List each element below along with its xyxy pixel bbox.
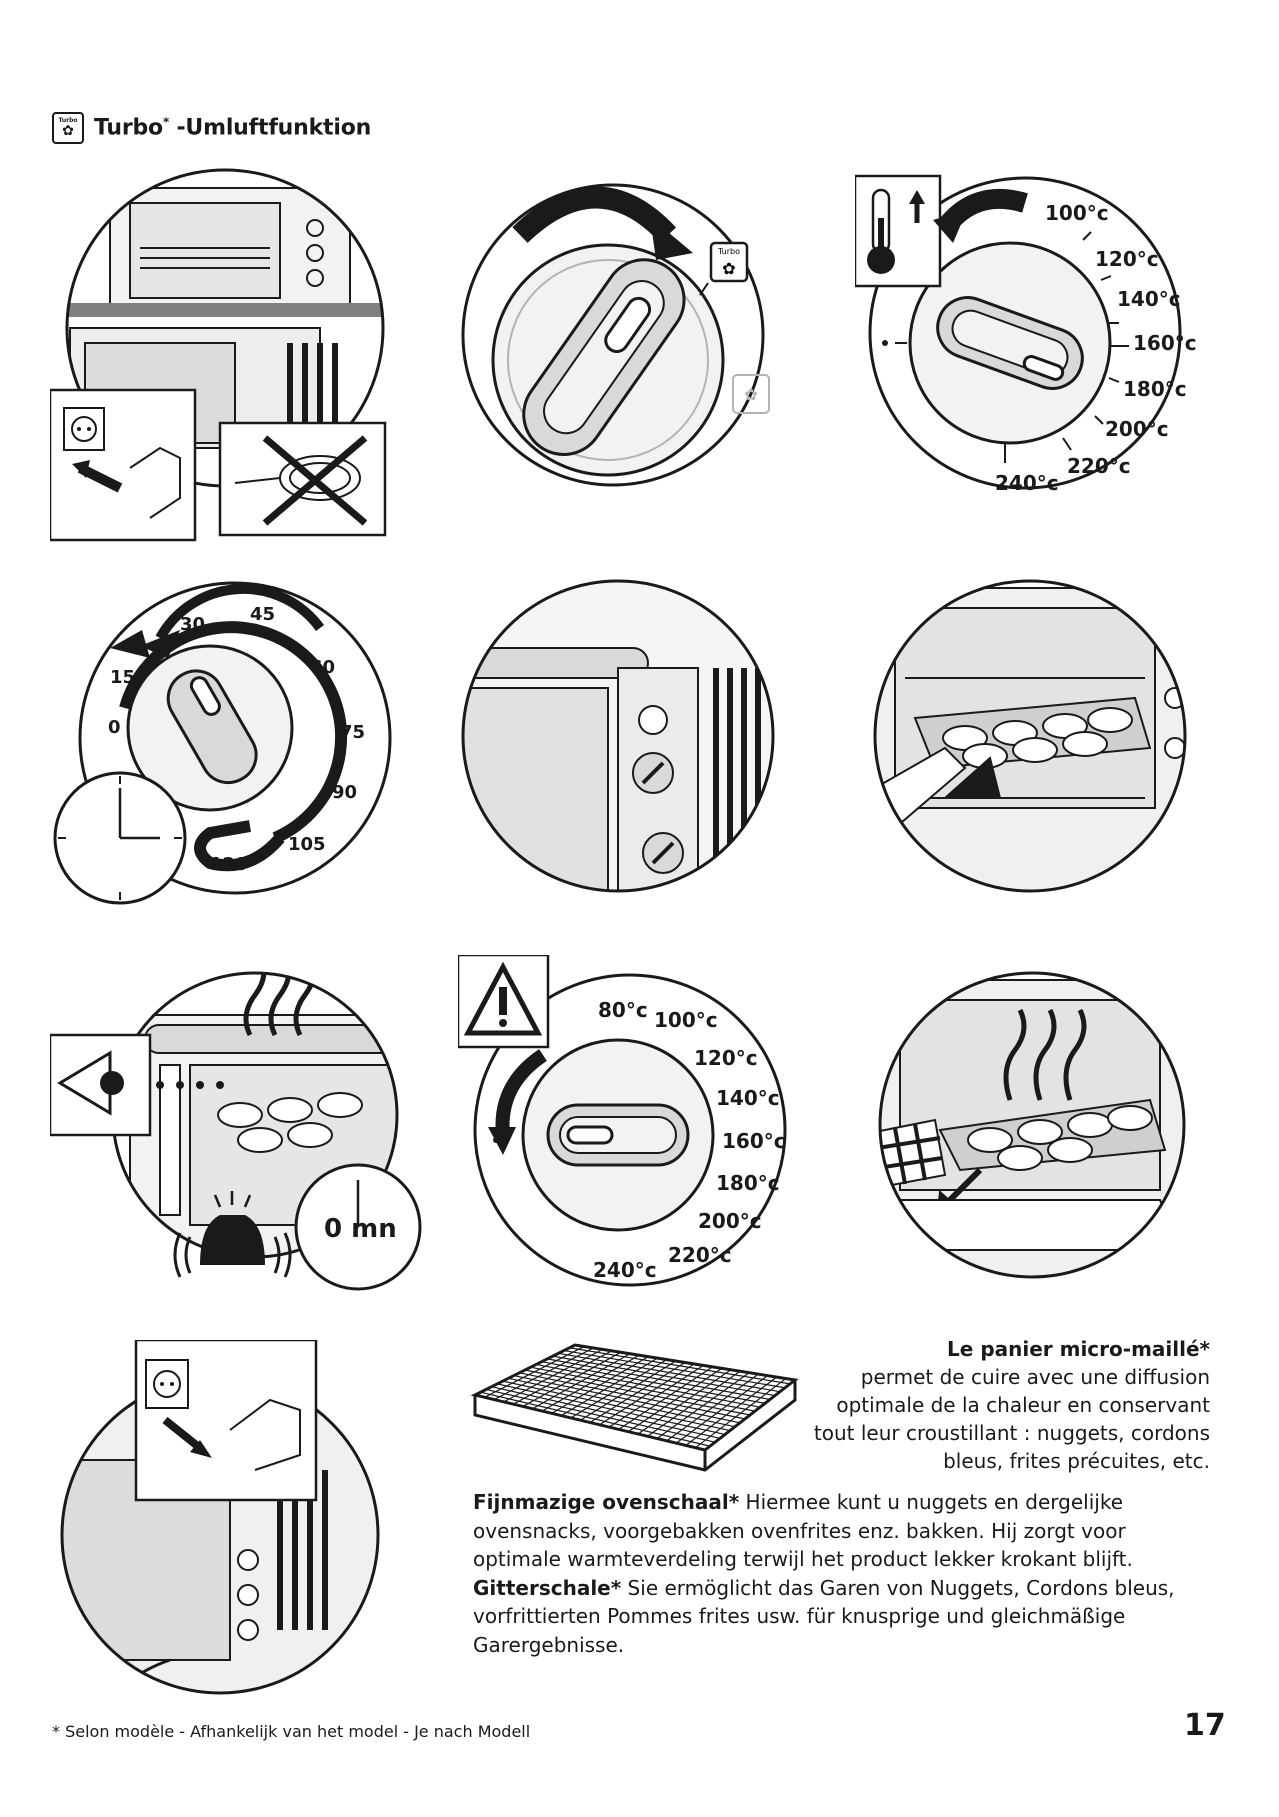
svg-text:0 mn: 0 mn <box>324 1214 397 1244</box>
thermometer-up-icon <box>855 174 942 288</box>
warning-icon <box>458 955 550 1049</box>
page-number: 17 <box>1184 1708 1226 1743</box>
svg-text:160°c: 160°c <box>1133 331 1197 355</box>
svg-text:140°c: 140°c <box>1117 287 1181 311</box>
section-title: Turbo* -Umluftfunktion <box>94 115 372 141</box>
eye-icon <box>50 1033 152 1137</box>
svg-text:60: 60 <box>310 657 335 678</box>
turbo-fan-icon: Turbo ✿ <box>709 241 749 283</box>
plug-in-illustration <box>50 168 387 542</box>
mesh-basket-illustration <box>470 1343 799 1472</box>
function-selector-illustration: Turbo ✿ ✿ <box>461 183 770 487</box>
svg-text:120°c: 120°c <box>694 1046 758 1070</box>
turbo-fan-icon: Turbo ✿ <box>52 112 84 144</box>
control-panel-illustration <box>461 579 775 893</box>
svg-text:120: 120 <box>210 854 248 875</box>
svg-text:160°c: 160°c <box>722 1129 786 1153</box>
svg-text:240°c: 240°c <box>995 471 1059 495</box>
svg-text:✿: ✿ <box>722 259 735 278</box>
insert-tray-illustration <box>873 579 1187 893</box>
svg-text:✿: ✿ <box>744 385 757 404</box>
timer-scale: 0 15 30 45 60 75 90 105 120 <box>108 604 365 875</box>
svg-text:220°c: 220°c <box>668 1243 732 1267</box>
svg-text:30: 30 <box>180 614 205 635</box>
no-coiled-cord-icon <box>218 421 387 537</box>
temperature-scale: 100°c 120°c 140°c 160°c 180°c 200°c 220°… <box>995 201 1197 495</box>
remove-tray-illustration <box>878 971 1186 1279</box>
temperature-scale-2: 80°c 100°c 120°c 140°c 160°c 180°c 200°c… <box>593 998 786 1282</box>
svg-text:80°c: 80°c <box>598 998 648 1022</box>
section-header: Turbo ✿ Turbo* -Umluftfunktion <box>52 112 371 144</box>
temperature-dial-illustration: 100°c 120°c 140°c 160°c 180°c 200°c 220°… <box>855 174 1197 495</box>
svg-text:180°c: 180°c <box>1123 377 1187 401</box>
svg-text:Turbo: Turbo <box>717 247 740 256</box>
basket-description-nl-de: Fijnmazige ovenschaal* Hiermee kunt u nu… <box>473 1488 1213 1659</box>
svg-text:90: 90 <box>332 782 357 803</box>
bell-icon <box>173 1191 292 1278</box>
svg-text:120°c: 120°c <box>1095 247 1159 271</box>
svg-text:220°c: 220°c <box>1067 454 1131 478</box>
svg-text:240°c: 240°c <box>593 1258 657 1282</box>
basket-description-de: Gitterschale* Sie ermöglicht das Garen v… <box>473 1575 1175 1657</box>
cooking-watch-illustration: 0 mn <box>50 971 422 1291</box>
svg-text:200°c: 200°c <box>698 1209 762 1233</box>
basket-description-fr: Le panier micro-maillé* permet de cuire … <box>813 1337 1210 1473</box>
clock-icon <box>53 771 187 905</box>
basket-description-nl: Fijnmazige ovenschaal* Hiermee kunt u nu… <box>473 1490 1133 1571</box>
svg-text:200°c: 200°c <box>1105 417 1169 441</box>
wall-socket-icon <box>134 1340 318 1502</box>
svg-text:75: 75 <box>340 722 365 743</box>
svg-text:100°c: 100°c <box>654 1008 718 1032</box>
switch-off-dial-illustration: 80°c 100°c 120°c 140°c 160°c 180°c 200°c… <box>458 955 787 1287</box>
svg-text:180°c: 180°c <box>716 1171 780 1195</box>
svg-text:105: 105 <box>288 834 326 855</box>
timer-dial-illustration: 0 15 30 45 60 75 90 105 120 <box>53 581 392 905</box>
wall-socket-icon <box>50 388 197 542</box>
footnote: * Selon modèle - Afhankelijk van het mod… <box>52 1722 531 1741</box>
svg-text:15: 15 <box>110 667 135 688</box>
timer-end-icon: 0 mn <box>294 1163 422 1291</box>
unplug-illustration <box>60 1340 380 1695</box>
svg-text:0: 0 <box>108 717 121 738</box>
svg-text:100°c: 100°c <box>1045 201 1109 225</box>
svg-text:45: 45 <box>250 604 275 625</box>
svg-text:140°c: 140°c <box>716 1086 780 1110</box>
